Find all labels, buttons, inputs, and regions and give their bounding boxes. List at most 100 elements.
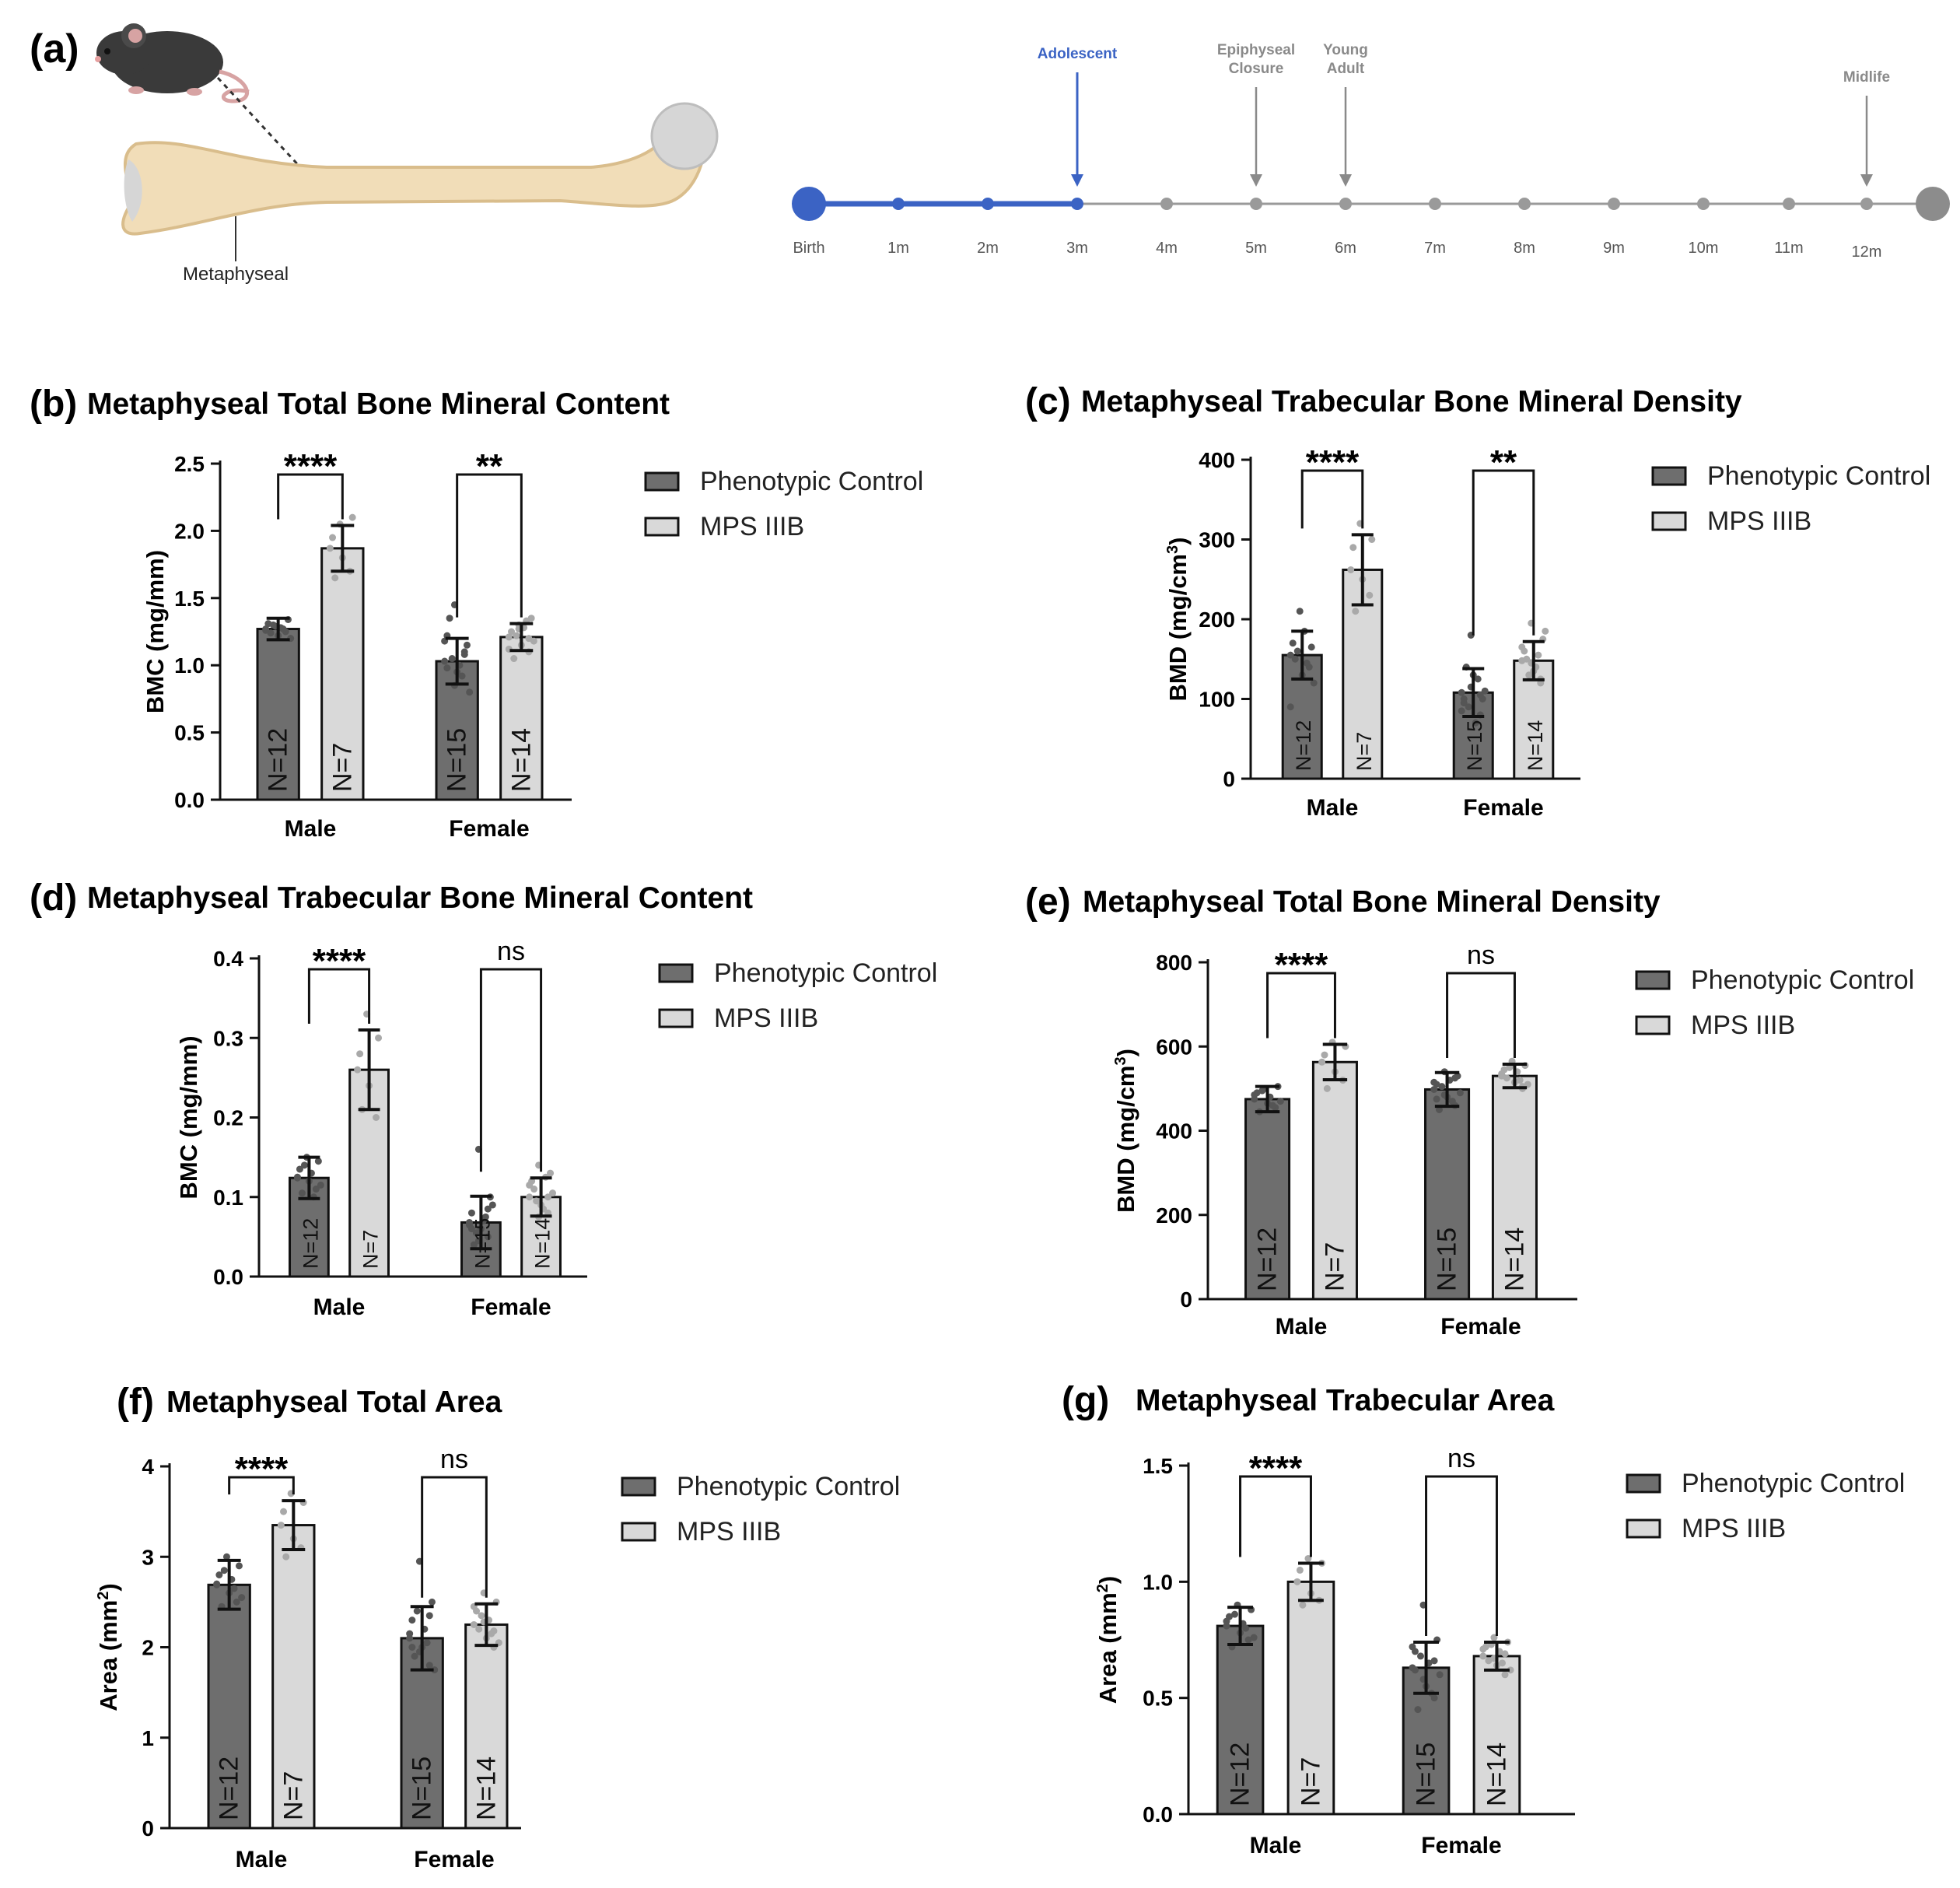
bar-mps-female [1513, 659, 1555, 780]
data-point [1242, 1624, 1250, 1632]
x-category-label: Male [1250, 1833, 1302, 1858]
metaphyseal-label: Metaphyseal [183, 264, 289, 285]
data-point [488, 1201, 496, 1209]
sample-size-label: N=15 [1433, 1228, 1462, 1291]
legend-swatch [1651, 511, 1687, 531]
legend-label: Phenotypic Control [1682, 1469, 1905, 1498]
data-point [1516, 1077, 1524, 1084]
legend-swatch [621, 1476, 656, 1497]
timeline-tick-label: 3m [1066, 240, 1088, 257]
data-point [235, 1562, 243, 1570]
data-point [478, 1612, 485, 1620]
timeline-tick-dot [1860, 198, 1873, 210]
y-tick-label: 2.5 [174, 452, 205, 476]
sample-size-label: N=15 [1463, 720, 1486, 771]
data-point [1523, 655, 1531, 663]
x-category-label: Male [236, 1847, 288, 1872]
y-axis-label: BMD (mg/cm3) [1112, 1049, 1139, 1213]
data-point [1296, 608, 1304, 615]
bar-mps-female [499, 636, 544, 801]
legend-label: MPS IIIB [1691, 1011, 1795, 1040]
sample-size-label: N=7 [1296, 1757, 1325, 1806]
data-point [1366, 591, 1374, 599]
data-point [1542, 627, 1549, 635]
data-point [472, 1229, 480, 1237]
data-point [269, 621, 277, 629]
data-point [406, 1630, 414, 1638]
bar-mps-male [320, 547, 365, 801]
y-tick-label: 1.0 [1143, 1570, 1173, 1594]
x-category-label: Female [449, 816, 529, 842]
y-tick-label: 0 [1180, 1287, 1192, 1312]
y-tick-label: 100 [1199, 688, 1235, 712]
timeline-start-dot [792, 187, 826, 221]
sample-size-label: N=14 [531, 1218, 555, 1269]
data-point [1347, 566, 1355, 573]
bar-mps-female [1491, 1074, 1538, 1301]
data-point [1349, 544, 1357, 552]
chart-title: Metaphyseal Total Bone Mineral Density [1083, 885, 1661, 919]
data-point [329, 534, 337, 541]
bar-mps-male [271, 1524, 316, 1830]
data-point [1485, 1657, 1493, 1665]
y-tick-label: 0 [1223, 767, 1235, 791]
data-point [484, 1205, 492, 1213]
data-point [460, 650, 468, 658]
data-point [1286, 651, 1294, 659]
data-point [443, 664, 451, 672]
timeline-tick-label: 8m [1514, 240, 1535, 257]
panel-letter: (c) [1025, 381, 1071, 422]
data-point [1476, 691, 1484, 699]
sample-size-label: N=14 [506, 728, 536, 792]
data-point [1435, 1105, 1443, 1113]
significance-bracket [1266, 972, 1336, 1039]
bar-mps-male [1286, 1580, 1335, 1816]
data-point [1286, 703, 1294, 711]
data-point [1448, 1098, 1456, 1105]
data-point [375, 1034, 383, 1042]
data-point [1258, 1087, 1266, 1095]
data-point [312, 1186, 320, 1193]
sample-size-label: N=7 [1353, 732, 1376, 771]
x-category-label: Female [1463, 795, 1543, 821]
bar-control-female [435, 660, 479, 801]
timeline-event-arrowhead [1250, 174, 1262, 187]
data-point [526, 1181, 534, 1189]
data-point [1433, 1095, 1440, 1103]
data-point [446, 615, 453, 622]
timeline-tick-label: 1m [887, 240, 909, 257]
data-point [408, 1617, 416, 1624]
data-point [1414, 1706, 1422, 1714]
chart-c: (c)Metaphyseal Trabecular Bone Mineral D… [1025, 381, 1930, 821]
sample-size-label: N=12 [264, 728, 293, 792]
data-point [1458, 707, 1465, 715]
data-point [1250, 1634, 1258, 1641]
data-point [300, 1161, 308, 1169]
legend-label: MPS IIIB [700, 512, 804, 541]
data-point [530, 1186, 538, 1193]
legend-label: MPS IIIB [714, 1004, 818, 1033]
legend-label: Phenotypic Control [714, 958, 937, 988]
significance-label: ns [440, 1445, 468, 1474]
data-point [431, 1666, 439, 1674]
data-point [1430, 1078, 1438, 1086]
timeline-event-label: Adult [1327, 61, 1365, 77]
chart-title: Metaphyseal Trabecular Area [1136, 1384, 1555, 1417]
x-category-label: Female [1421, 1833, 1501, 1858]
data-point [510, 655, 518, 663]
timeline-tick-dot [1608, 198, 1620, 210]
legend-label: MPS IIIB [1682, 1514, 1786, 1543]
timeline-tick-label: 5m [1245, 240, 1267, 257]
data-point [373, 1114, 380, 1121]
data-point [354, 1066, 362, 1074]
data-point [213, 1580, 221, 1588]
data-point [423, 1639, 431, 1647]
significance-label: ** [476, 447, 503, 485]
data-point [533, 1197, 541, 1205]
data-point [441, 657, 449, 665]
legend-label: Phenotypic Control [700, 467, 923, 496]
data-point [238, 1594, 246, 1602]
x-category-label: Female [471, 1294, 551, 1320]
